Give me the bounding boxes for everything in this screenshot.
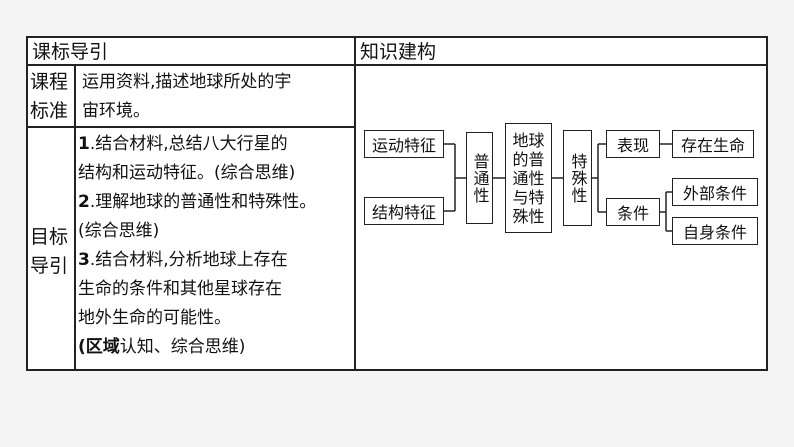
objective-item-1: 1.结合材料,总结八大行星的 xyxy=(78,134,288,154)
particularity-box: 特殊性 xyxy=(563,130,592,226)
objectives-text: 1.结合材料,总结八大行星的 结构和运动特征。(综合思维) 2.理解地球的普通性… xyxy=(78,130,316,362)
internal-conditions-box: 自身条件 xyxy=(672,217,758,245)
standard-row-divider xyxy=(28,126,354,128)
external-conditions-box: 外部条件 xyxy=(672,178,758,206)
column-divider xyxy=(354,38,356,369)
objective-item-3-tag: (区域认知、综合思维) xyxy=(78,337,246,357)
earth-box: 地球 的普 通性 与特 殊性 xyxy=(505,123,552,233)
ordinariness-box: 普通性 xyxy=(466,132,493,224)
course-standard-text: 运用资料,描述地球所处的宇 宙环境。 xyxy=(82,72,292,121)
life-exists-box: 存在生命 xyxy=(672,130,754,158)
right-header: 知识建构 xyxy=(360,41,437,63)
left-header: 课标导引 xyxy=(32,41,109,63)
objectives-label: 目标 导引 xyxy=(30,226,69,277)
structure-features-box: 结构特征 xyxy=(364,197,444,225)
objective-item-3: 3.结合材料,分析地球上存在 xyxy=(78,250,288,270)
label-column-divider xyxy=(74,64,76,369)
header-row-divider xyxy=(28,64,766,66)
objective-item-2: 2.理解地球的普通性和特殊性。 xyxy=(78,192,317,212)
conditions-box: 条件 xyxy=(606,198,660,226)
manifestation-box: 表现 xyxy=(606,130,660,158)
motion-features-box: 运动特征 xyxy=(364,130,444,158)
course-standard-label: 课程 标准 xyxy=(30,71,69,122)
